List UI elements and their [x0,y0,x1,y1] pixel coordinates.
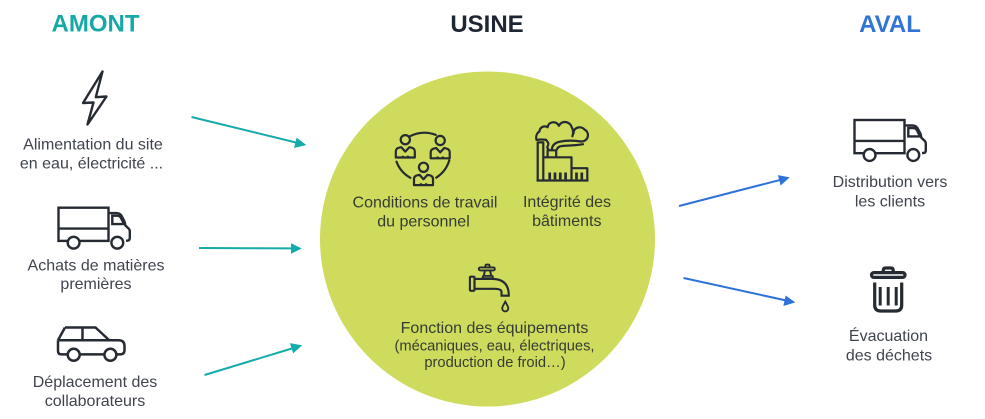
svg-text:USINE: USINE [450,11,523,38]
svg-text:AMONT: AMONT [52,11,140,38]
svg-text:les clients: les clients [855,194,925,211]
svg-text:production de froid…): production de froid…) [424,355,565,371]
svg-text:du personnel: du personnel [377,213,470,230]
svg-text:Déplacement des: Déplacement des [33,374,158,391]
svg-text:Intégrité des: Intégrité des [523,194,611,211]
svg-text:Évacuation: Évacuation [849,326,928,345]
svg-text:AVAL: AVAL [859,11,921,38]
svg-text:Distribution vers: Distribution vers [833,174,948,191]
svg-text:Fonction des équipements: Fonction des équipements [401,320,589,337]
svg-text:Alimentation du site: Alimentation du site [23,137,163,154]
svg-text:des déchets: des déchets [846,348,932,365]
svg-text:collaborateurs: collaborateurs [45,393,146,410]
svg-text:Achats de matières: Achats de matières [28,258,165,275]
svg-text:Conditions de travail: Conditions de travail [353,195,498,212]
svg-text:premières: premières [60,276,131,293]
svg-text:bâtiments: bâtiments [532,213,601,230]
svg-text:(mécaniques, eau, électriques,: (mécaniques, eau, électriques, [394,339,594,355]
svg-text:en eau, électricité ...: en eau, électricité ... [20,156,163,173]
